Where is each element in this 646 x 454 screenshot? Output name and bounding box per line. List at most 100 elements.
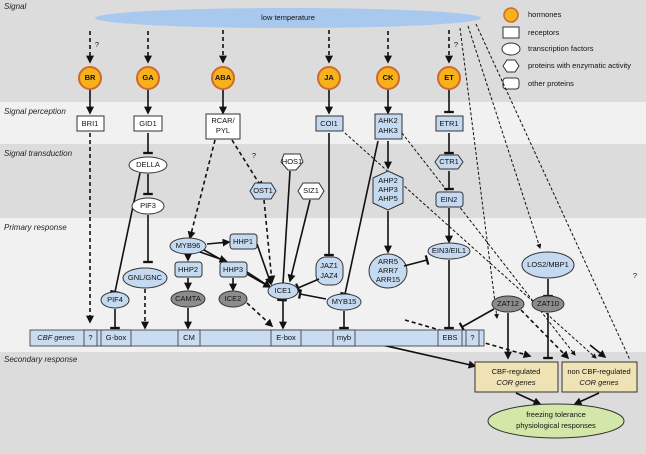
svg-text:ZAT12: ZAT12 [497,299,519,308]
svg-text:ARR7: ARR7 [378,266,398,275]
band-label-perception: Signal perception [4,107,66,116]
svg-text:ICE1: ICE1 [275,286,292,295]
tf-zat10: ZAT10 [531,295,565,313]
svg-text:G-box: G-box [106,333,127,342]
svg-text:ARR5: ARR5 [378,257,398,266]
svg-text:BR: BR [85,73,96,82]
svg-text:LOS2/MBP1: LOS2/MBP1 [527,260,569,269]
svg-text:EIN2: EIN2 [441,195,458,204]
svg-text:AHK3: AHK3 [378,126,398,135]
svg-text:ETR1: ETR1 [439,119,458,128]
question-right: ? [633,271,637,280]
legend-receptors: receptors [528,28,560,37]
protein-hhp1: HHP1 [229,233,258,250]
svg-text:non CBF-regulated: non CBF-regulated [567,367,630,376]
question-et: ? [454,40,458,49]
svg-text:SIZ1: SIZ1 [303,186,319,195]
protein-siz1: SIZ1 [297,182,325,200]
receptor-coi1: COI1 [315,115,344,132]
band-label-signal: Signal [4,2,26,11]
svg-text:GNL/GNC: GNL/GNC [128,273,163,282]
svg-text:JAZ1: JAZ1 [320,261,338,270]
tf-myb15: MYB15 [326,293,362,311]
svg-text:E-box: E-box [276,333,296,342]
svg-text:PIF4: PIF4 [107,295,123,304]
protein-hos1: HOS1 [280,153,304,171]
svg-text:HHP2: HHP2 [178,265,198,274]
cbf-myb: myb [332,329,356,347]
svg-text:?: ? [88,333,92,342]
legend-receptor-icon [502,26,520,39]
hormone-ga: GA [136,66,160,90]
svg-text:?: ? [470,333,474,342]
low-temperature-signal [95,8,481,28]
svg-text:ARR15: ARR15 [376,275,400,284]
svg-text:PYL: PYL [216,126,230,135]
protein-jaz: JAZ1 JAZ4 [315,256,344,286]
svg-text:MYB15: MYB15 [332,297,357,306]
tf-della: DELLA [128,156,168,174]
tf-ein3-eil1: EIN3/EIL1 [427,242,471,260]
cbf-question-box: ? [83,329,98,347]
svg-text:DELLA: DELLA [136,160,160,169]
svg-text:JAZ4: JAZ4 [320,271,338,280]
hormone-br: BR [78,66,102,90]
cbf-gbox: G-box [100,329,132,347]
svg-text:physiological responses: physiological responses [516,421,596,430]
cbf-regulated-cor-genes: CBF-regulated COR genes [474,361,559,393]
cbf-genes-label: CBF genes [37,333,75,342]
svg-text:ZAT10: ZAT10 [537,299,559,308]
low-temperature-label: low temperature [261,13,315,22]
tf-gnl-gnc: GNL/GNC [122,267,168,289]
enzyme-ctr1: CTR1 [434,154,464,170]
legend-other-icon [502,77,520,90]
cbf-cm: CM [177,329,201,347]
svg-text:AHK2: AHK2 [378,116,398,125]
non-cbf-regulated-cor-genes: non CBF-regulated COR genes [561,361,638,393]
svg-text:ICE2: ICE2 [225,294,242,303]
enzyme-ahp: AHP2 AHP3 AHP5 [372,170,404,211]
tf-zat12: ZAT12 [491,295,525,313]
tf-los2-mbp1: LOS2/MBP1 [521,251,575,279]
band-label-primary: Primary response [4,223,67,232]
tf-arr: ARR5 ARR7 ARR15 [368,253,408,289]
svg-text:GID1: GID1 [139,119,157,128]
legend-other: other proteins [528,79,574,88]
question-br: ? [95,40,99,49]
svg-text:MYB96: MYB96 [176,241,201,250]
legend-enzymes: proteins with enzymatic activity [528,61,631,70]
svg-text:RCAR/: RCAR/ [211,116,235,125]
svg-text:EBS: EBS [442,333,457,342]
svg-text:AHP5: AHP5 [378,194,398,203]
svg-text:BRI1: BRI1 [82,119,99,128]
cbf-ebox: E-box [270,329,302,347]
receptor-bri1: BRI1 [76,115,105,132]
svg-text:COI1: COI1 [320,119,338,128]
svg-text:CBF-regulated: CBF-regulated [492,367,541,376]
cbf-genes-band [29,329,485,347]
receptor-rcar-pyl: RCAR/ PYL [205,113,241,140]
svg-text:EIN3/EIL1: EIN3/EIL1 [432,246,466,255]
receptor-etr1: ETR1 [435,115,464,132]
svg-text:AHP3: AHP3 [378,185,398,194]
svg-text:GA: GA [142,73,154,82]
legend-tf: transcription factors [528,44,594,53]
band-label-secondary: Secondary response [4,355,78,364]
svg-text:CM: CM [183,333,195,342]
svg-text:AHP2: AHP2 [378,176,398,185]
svg-text:COR genes: COR genes [579,378,618,387]
band-label-transduction: Signal transduction [4,149,73,158]
svg-text:ET: ET [444,73,454,82]
tf-ice1: ICE1 [267,282,299,300]
svg-text:CK: CK [383,73,394,82]
enzyme-ost1: OST1 [249,182,277,200]
cbf-ebs: EBS [437,329,463,347]
svg-text:myb: myb [337,333,351,342]
svg-text:HHP1: HHP1 [233,237,253,246]
cbf-question-box-right: ? [465,329,480,347]
tf-camta: CAMTA [170,290,206,308]
svg-text:HOS1: HOS1 [282,157,302,166]
legend-tf-icon [501,42,521,56]
svg-text:HHP3: HHP3 [223,265,243,274]
